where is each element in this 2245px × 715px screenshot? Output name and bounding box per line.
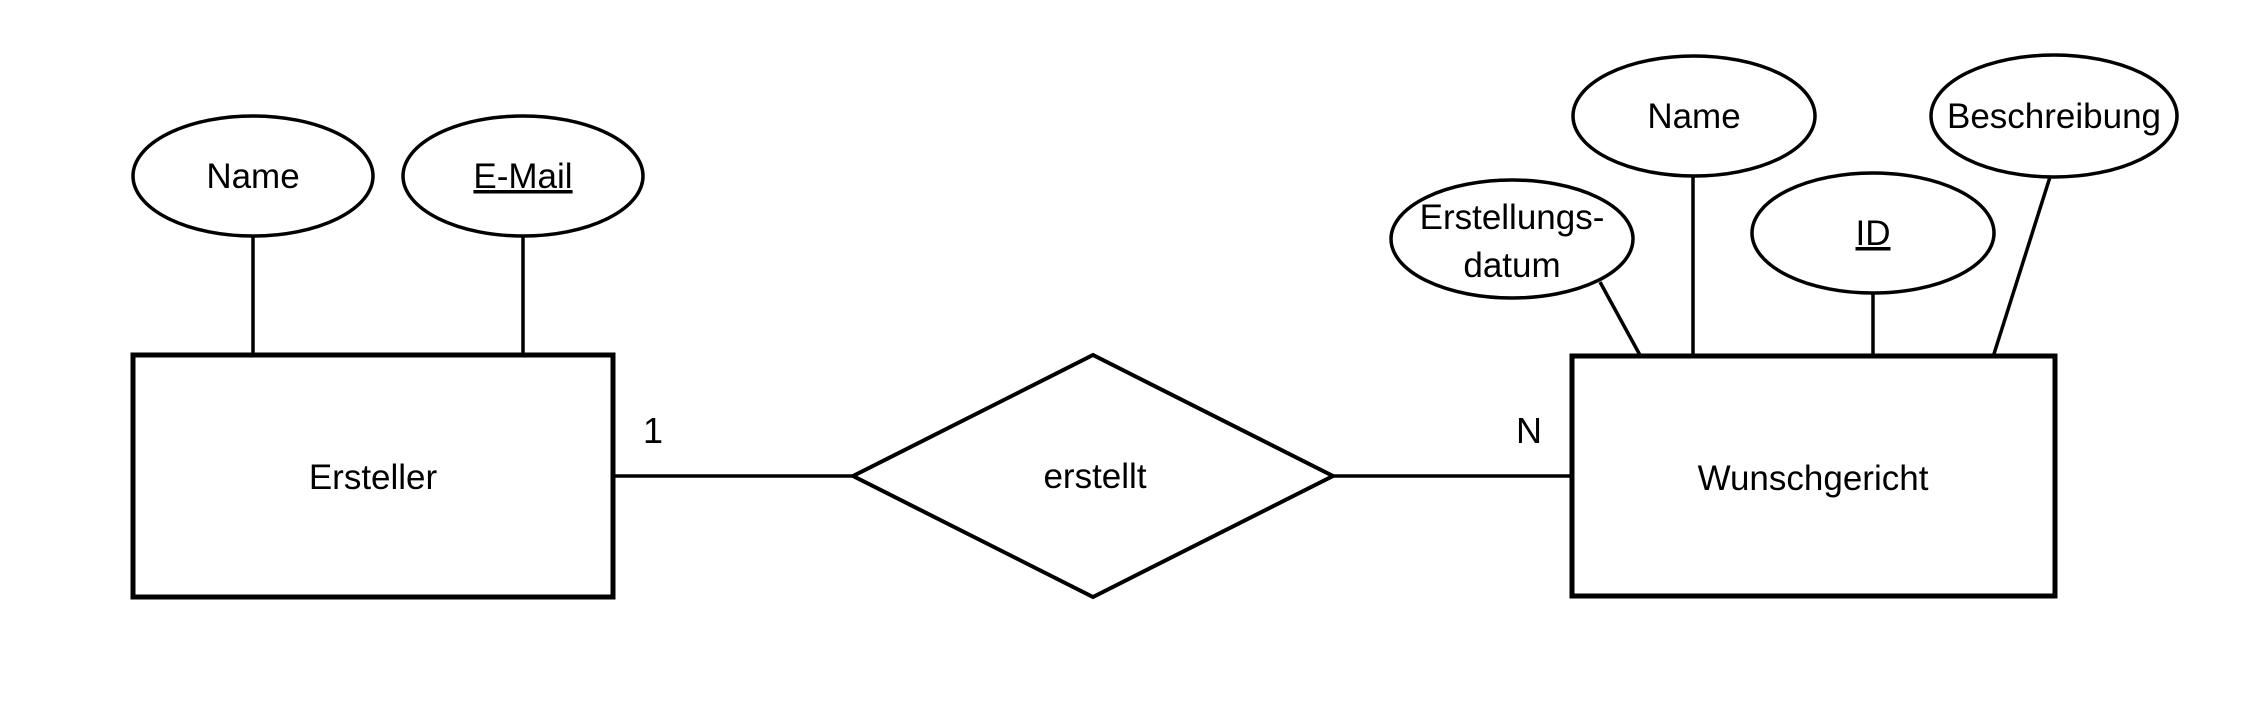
relationship-erstellt-diamond: [848, 352, 1338, 600]
attribute-wunschgericht-beschreibung-label: Beschreibung: [1947, 97, 2161, 136]
attribute-ersteller-name: Name: [131, 114, 375, 238]
attribute-wunschgericht-id-label: ID: [1856, 214, 1891, 253]
attribute-wunschgericht-name-ellipse: [1571, 54, 1817, 178]
attribute-wunschgericht-id-ellipse: [1750, 171, 1996, 295]
connector-wunschgericht-beschreibung: [1991, 176, 2052, 358]
entity-ersteller: Ersteller: [130, 352, 616, 600]
entity-ersteller-label: Ersteller: [309, 458, 438, 497]
attribute-wunschgericht-name: Name: [1571, 54, 1817, 178]
connector-wunschgericht-erstellungsdatum: [1598, 281, 1643, 358]
attribute-ersteller-email: E-Mail: [401, 114, 645, 238]
attribute-wunschgericht-erstellungsdatum-label-line2: datum: [1463, 246, 1560, 285]
entity-wunschgericht: Wunschgericht: [1569, 353, 2058, 599]
attribute-ersteller-name-ellipse: [131, 114, 375, 238]
attribute-wunschgericht-name-label: Name: [1647, 97, 1740, 136]
attribute-wunschgericht-erstellungsdatum: Erstellungs- datum: [1389, 178, 1635, 300]
cardinality-right: N: [1516, 410, 1542, 451]
attribute-wunschgericht-erstellungsdatum-label-line1: Erstellungs-: [1420, 198, 1605, 237]
attribute-ersteller-email-label: E-Mail: [473, 157, 572, 196]
attribute-ersteller-email-ellipse: [401, 114, 645, 238]
attribute-wunschgericht-id: ID: [1750, 171, 1996, 295]
entity-wunschgericht-label: Wunschgericht: [1698, 459, 1929, 498]
entity-ersteller-box: [130, 352, 616, 600]
cardinality-left: 1: [643, 410, 663, 451]
attribute-wunschgericht-beschreibung: Beschreibung: [1929, 53, 2179, 179]
attribute-wunschgericht-erstellungsdatum-ellipse: [1389, 178, 1635, 300]
relationship-erstellt: erstellt: [848, 352, 1338, 600]
entity-wunschgericht-box: [1569, 353, 2058, 599]
attribute-ersteller-name-label: Name: [206, 157, 299, 196]
attribute-wunschgericht-beschreibung-ellipse: [1929, 53, 2179, 179]
relationship-erstellt-label: erstellt: [1043, 457, 1146, 496]
